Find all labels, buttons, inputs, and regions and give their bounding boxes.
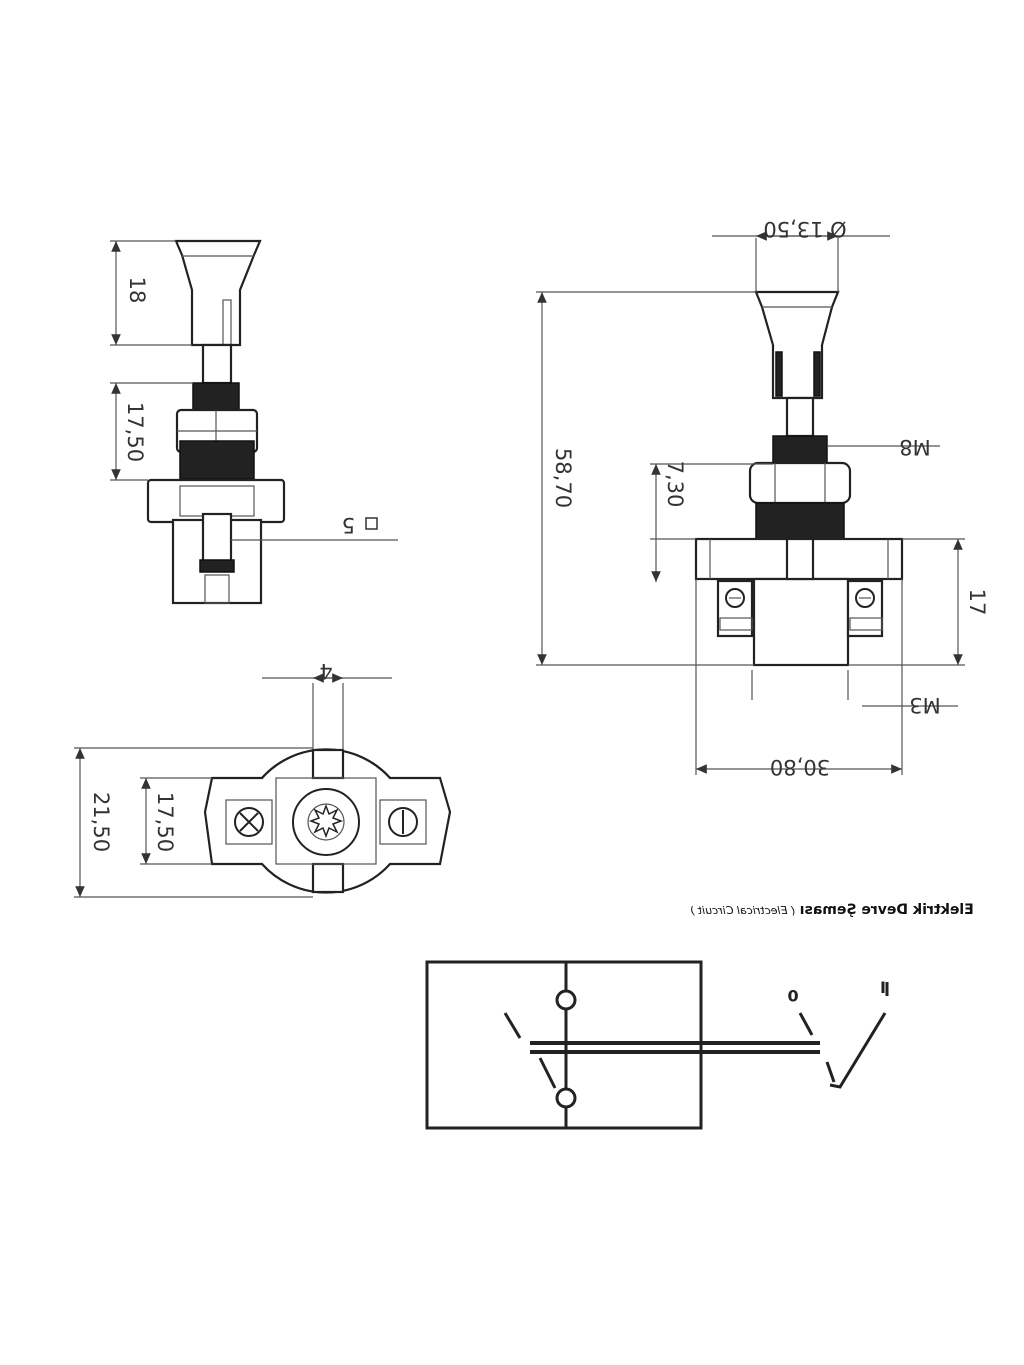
dim-slot-width: 4: [319, 659, 332, 683]
circuit-position-on: I: [880, 978, 886, 997]
dim-thread-length-left: 17,50: [123, 402, 147, 462]
square-symbol: [365, 517, 378, 530]
dim-square-size: 5: [342, 513, 355, 537]
side-view-left: [110, 239, 398, 605]
dim-thread-length-right: 7,30: [663, 461, 687, 508]
circuit-position-off: 0: [787, 986, 798, 1005]
dim-body-width: 30,80: [770, 755, 830, 779]
circuit-title-text: Elektrik Devre Şeması: [799, 902, 974, 918]
dim-thread-size: M8: [899, 435, 930, 459]
circuit-subtitle-text: ( Electrical Circuit ): [690, 904, 796, 917]
circuit-title: Elektrik Devre Şeması ( Electrical Circu…: [690, 902, 974, 918]
dim-body-depth-inner: 17,50: [153, 792, 177, 852]
dim-screw-size: M3: [909, 693, 940, 717]
top-view: [74, 673, 452, 898]
circuit-schematic: [425, 960, 889, 1130]
dim-body-depth-outer: 21,50: [89, 792, 113, 852]
front-view-right: [536, 231, 965, 775]
dim-overall-height: 58,70: [551, 448, 575, 508]
dim-body-height: 17: [965, 589, 989, 616]
dim-knob-diameter: Ø 13,50: [763, 217, 846, 241]
dim-knob-height: 18: [125, 277, 149, 304]
